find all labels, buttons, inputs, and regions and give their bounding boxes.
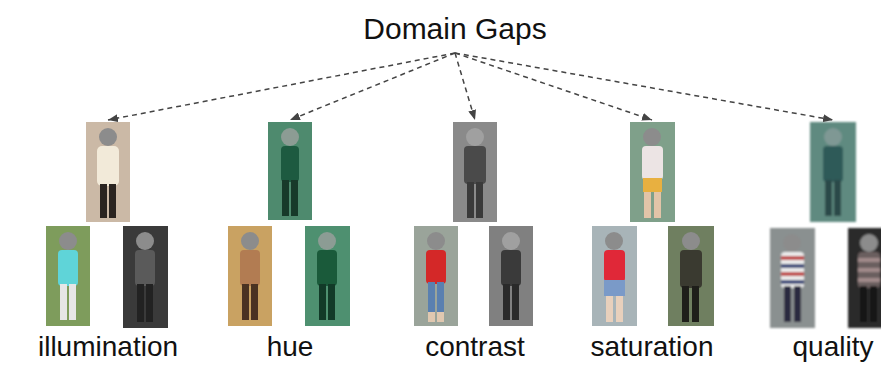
person-crop — [592, 226, 637, 326]
person-crop — [414, 226, 458, 326]
dashed-arrow — [108, 53, 455, 120]
gap-group: quality — [789, 120, 878, 367]
person-crop — [123, 226, 168, 328]
gap-group: illumination — [34, 120, 183, 367]
person-crop — [668, 226, 714, 326]
person-crop — [770, 228, 815, 328]
dashed-arrow — [455, 53, 475, 120]
person-crop — [453, 122, 497, 222]
gap-label: hue — [263, 332, 318, 363]
person-crop — [489, 226, 533, 326]
person-crop — [305, 226, 350, 326]
heading-text: Domain Gaps — [359, 12, 551, 45]
person-crop — [848, 228, 881, 328]
dashed-arrow — [455, 53, 833, 120]
gap-group: contrast — [421, 120, 529, 367]
person-crop — [630, 122, 675, 222]
person-crop — [46, 226, 90, 326]
gap-group: hue — [263, 120, 318, 367]
gap-label: contrast — [421, 332, 529, 363]
dashed-arrow — [455, 53, 652, 120]
gap-group: saturation — [587, 120, 718, 367]
gap-label: saturation — [587, 332, 718, 363]
gap-label: illumination — [34, 332, 183, 363]
person-crop — [810, 122, 856, 222]
gap-label: quality — [789, 332, 878, 363]
dashed-arrow — [290, 53, 455, 120]
person-crop — [86, 122, 130, 222]
person-crop — [228, 226, 272, 326]
person-crop — [268, 122, 312, 220]
root-heading: Domain Gaps — [359, 10, 551, 49]
